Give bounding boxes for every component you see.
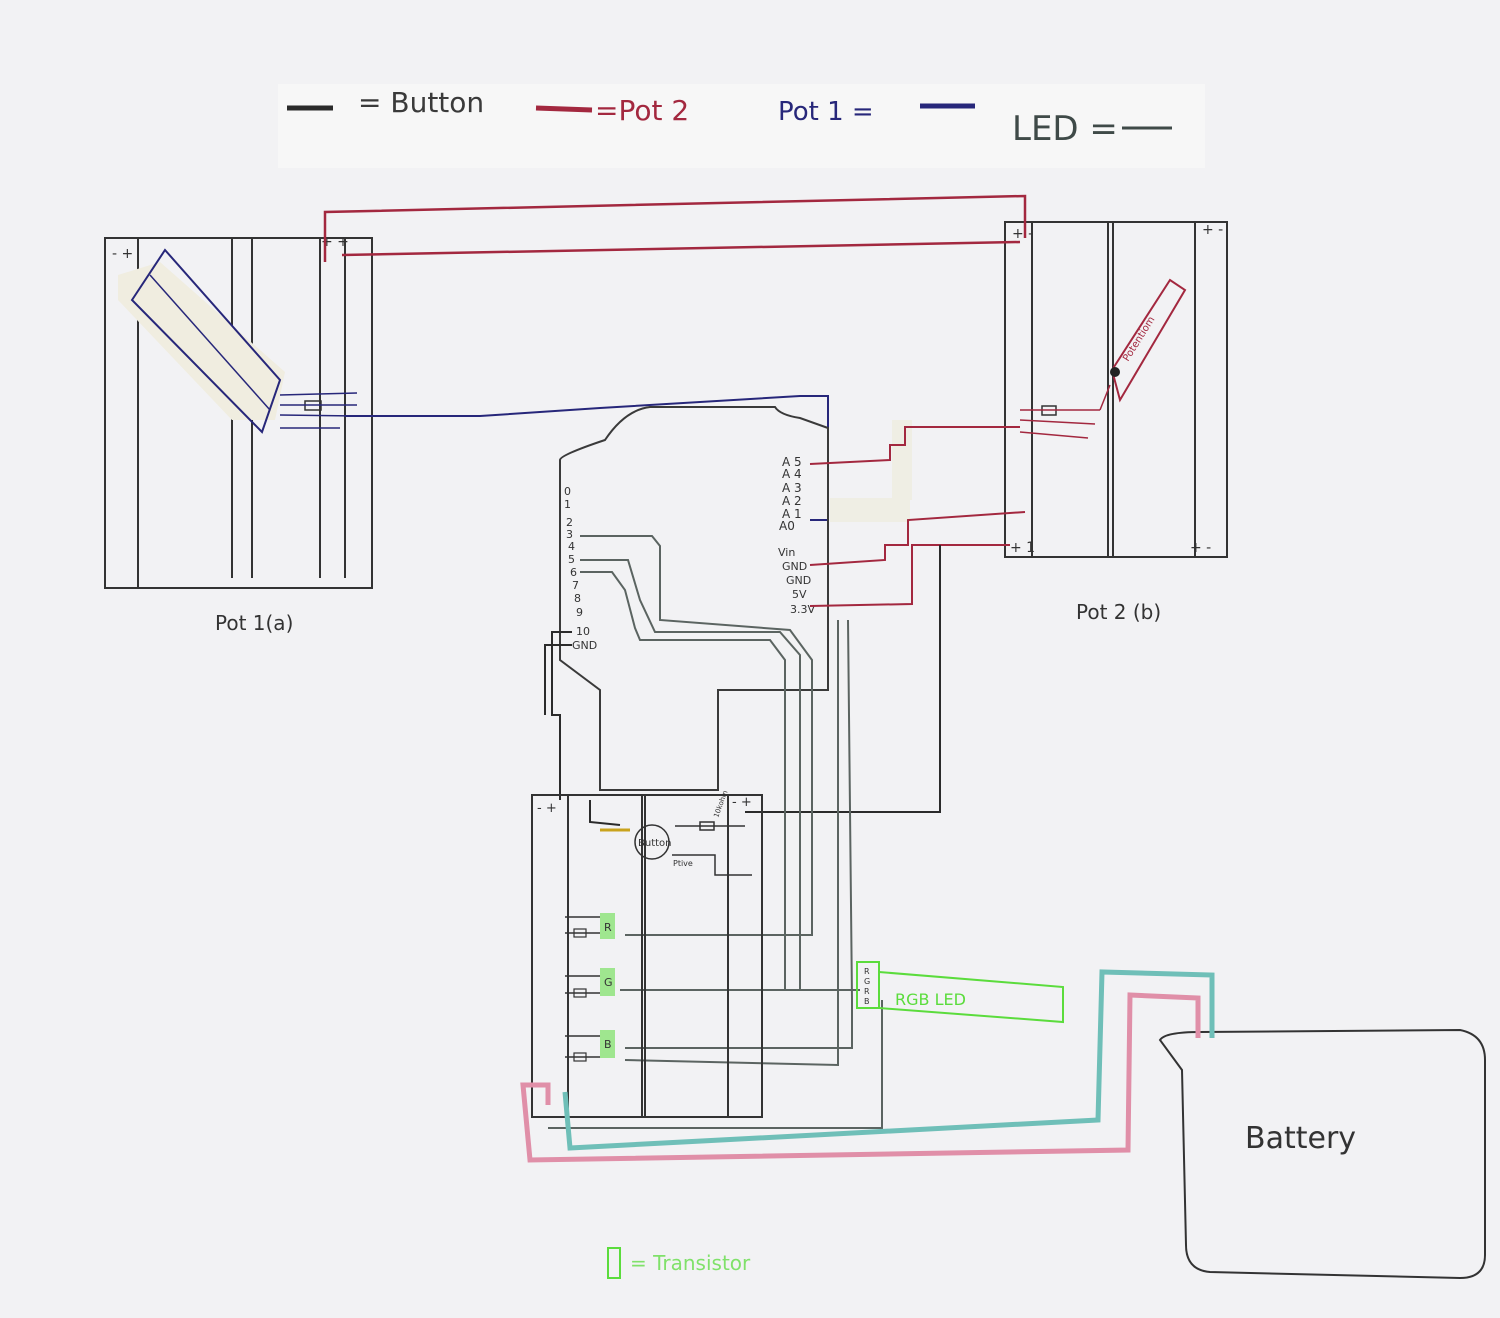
pot1-rail-label-right: + + — [321, 234, 349, 250]
svg-text:9: 9 — [576, 606, 583, 619]
svg-text:Vin: Vin — [778, 546, 795, 559]
pot2-wires-arduino — [809, 426, 1026, 607]
legend-pot2-label: =Pot 2 — [595, 94, 689, 127]
battery-pink-wire — [520, 992, 1201, 1163]
svg-text:= Transistor: = Transistor — [630, 1251, 751, 1275]
button-wires — [544, 545, 941, 826]
svg-text:Potentiom: Potentiom — [1121, 315, 1157, 364]
svg-text:R: R — [604, 921, 612, 934]
svg-text:GND: GND — [782, 560, 807, 573]
svg-text:GND: GND — [786, 574, 811, 587]
svg-text:5V: 5V — [792, 588, 807, 601]
svg-text:G: G — [604, 976, 613, 989]
pot1-caption: Pot 1(a) — [215, 611, 293, 635]
pot2-rail-label-bottom-right: + - — [1190, 540, 1211, 556]
arduino-board — [559, 406, 829, 791]
battery-label: Battery — [1245, 1121, 1356, 1156]
tape-patch-small — [892, 420, 912, 500]
svg-text:R: R — [864, 967, 870, 976]
transistor-g: G — [565, 968, 615, 998]
pot2-caption: Pot 2 (b) — [1076, 600, 1161, 624]
svg-text:R: R — [864, 987, 870, 996]
svg-text:1: 1 — [564, 498, 571, 511]
legend-led-label: LED = — [1012, 109, 1118, 149]
svg-text:5: 5 — [568, 553, 575, 566]
svg-text:A 1: A 1 — [782, 507, 802, 521]
svg-text:A0: A0 — [779, 519, 795, 533]
transistor-r: R — [565, 913, 615, 939]
transistor-b: B — [565, 1030, 615, 1062]
svg-text:6: 6 — [570, 566, 577, 579]
pot1-resistor — [279, 392, 358, 429]
battery-teal-wire — [562, 969, 1215, 1151]
svg-text:3: 3 — [566, 528, 573, 541]
svg-text:0: 0 — [564, 485, 571, 498]
push-button: Button Ptive 10kohm — [600, 789, 752, 876]
svg-text:RGB LED: RGB LED — [895, 990, 966, 1009]
pot2-rail-label-right: + - — [1202, 222, 1223, 238]
svg-text:2: 2 — [566, 516, 573, 529]
pot1-rail-label: - + — [112, 246, 133, 262]
pot1-potentiometer — [118, 248, 285, 434]
arduino-analog-pins: A 5 A 4 A 3 A 2 A 1 A0 — [779, 455, 802, 533]
breadboard-pot2 — [1004, 221, 1228, 558]
transistor-key: = Transistor — [607, 1247, 751, 1279]
svg-text:GND: GND — [572, 639, 597, 652]
svg-text:A 4: A 4 — [782, 467, 802, 481]
breadboard-main — [531, 794, 763, 1118]
pot2-rail-label-bottom: + 1 — [1010, 540, 1035, 556]
battery — [1158, 1028, 1486, 1280]
led-wires — [548, 535, 883, 1129]
legend-strip — [278, 84, 1205, 168]
svg-text:3.3V: 3.3V — [790, 603, 815, 616]
svg-text:7: 7 — [572, 579, 579, 592]
svg-text:A 5: A 5 — [782, 455, 802, 469]
pot2-resistor — [1019, 384, 1111, 439]
pot2-potentiometer: Potentiom — [1110, 278, 1187, 403]
main-rail-label: - + — [537, 801, 557, 816]
legend-button-label: = Button — [358, 86, 484, 119]
tape-patch — [830, 498, 910, 522]
svg-text:B: B — [604, 1038, 612, 1051]
rgb-led: R G R B RGB LED — [856, 961, 1064, 1024]
main-rail-label-right: - + — [732, 795, 752, 810]
pot2-rail-label: + - — [1012, 226, 1033, 242]
svg-text:G: G — [864, 977, 870, 986]
svg-text:A 2: A 2 — [782, 494, 802, 508]
legend-pot1-label: Pot 1 = — [778, 97, 874, 127]
legend-pot2-swatch — [535, 105, 593, 113]
pot2-wires-top — [323, 194, 1027, 262]
svg-text:Ptive: Ptive — [673, 859, 693, 868]
arduino-digital-pins: 0 1 2 3 4 5 6 7 8 9 10 GND — [564, 485, 597, 652]
svg-text:10: 10 — [576, 625, 590, 638]
arduino-power-pins: Vin GND GND 5V 3.3V — [778, 546, 815, 616]
svg-text:8: 8 — [574, 592, 581, 605]
svg-text:A 3: A 3 — [782, 481, 802, 495]
svg-text:4: 4 — [568, 540, 575, 553]
svg-text:B: B — [864, 997, 870, 1006]
pot1-signal-wire — [345, 395, 829, 521]
svg-text:Button: Button — [638, 838, 672, 849]
